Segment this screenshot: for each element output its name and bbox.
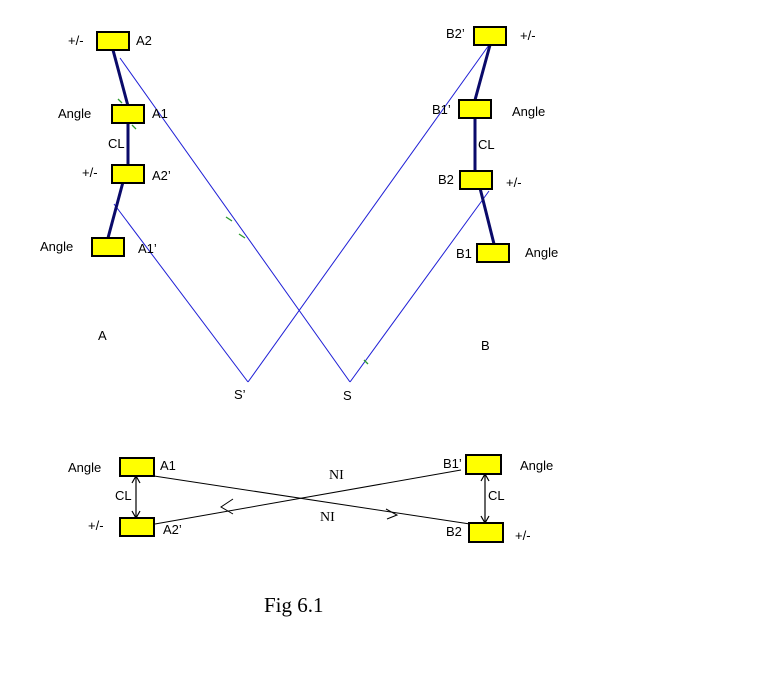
bottom-vertical-links [131,472,490,525]
bottom-label-ni-bottom: NI [320,510,335,525]
ni-line-a1-to-b2 [153,475,471,525]
bottom-labels: Angle A1 CL +/- A2’ NI NI B1’ Angle CL B… [68,456,553,543]
tick-mark [117,98,123,104]
line-b2p-to-s-prime [247,44,490,383]
label-cl-a: CL [108,136,125,151]
tick-mark [238,233,246,239]
bottom-box-b1p[interactable] [465,454,502,475]
arrowhead-right [385,508,399,520]
label-a2-name: A2 [136,33,152,48]
label-b2p-name: B2’ [446,26,465,41]
label-a1p-name: A1’ [138,241,157,256]
bottom-box-b2[interactable] [468,522,504,543]
label-a2-side: +/- [68,33,84,48]
label-b1-side: Angle [525,245,558,260]
bottom-label-a2p-side: +/- [88,518,104,533]
label-b1-name: B1 [456,246,472,261]
label-b1p-name: B1’ [432,102,451,117]
figure-caption: Fig 6.1 [264,593,324,617]
label-group-b: B [481,338,490,353]
label-cl-b: CL [478,137,495,152]
label-b1p-side: Angle [512,104,545,119]
top-bars [106,43,496,246]
label-s: S [343,388,352,403]
bottom-label-cl-a: CL [115,488,132,503]
label-b2-name: B2 [438,172,454,187]
top-boxes [91,26,510,263]
top-connection-lines [113,44,490,383]
bar-b2-b1 [478,186,496,246]
bottom-cross-lines [153,469,471,525]
label-a1p-side: Angle [40,239,73,254]
bottom-label-b2-side: +/- [515,528,531,543]
box-b2p[interactable] [473,26,507,46]
label-b2p-side: +/- [520,28,536,43]
box-b2[interactable] [459,170,493,190]
line-a1-to-s [119,57,351,383]
tick-mark [225,216,233,222]
label-s-prime: S’ [234,387,246,402]
tick-mark [131,124,137,130]
bottom-box-a2p[interactable] [119,517,155,537]
box-b1p[interactable] [458,99,492,119]
bottom-label-a1-name: A1 [160,458,176,473]
box-b1[interactable] [476,243,510,263]
label-b2-side: +/- [506,175,522,190]
bar-b2p-b1p [473,43,492,102]
bottom-label-cl-b: CL [488,488,505,503]
line-ticks [117,98,369,365]
tick-mark [363,359,369,365]
label-a2p-name: A2’ [152,168,171,183]
bar-a2p-a1p [106,180,125,240]
label-a2p-side: +/- [82,165,98,180]
label-a1-side: Angle [58,106,91,121]
arrowhead-left [220,498,234,515]
bottom-label-a2p-name: A2’ [163,522,182,537]
box-a1p[interactable] [91,237,125,257]
line-a1p-to-s-prime [113,203,249,383]
bar-a2-a1 [111,48,130,108]
line-b1-to-s [349,190,490,383]
ni-line-b1p-to-a2p [154,469,462,525]
bottom-label-ni-top: NI [329,468,344,483]
bottom-box-a1[interactable] [119,457,155,477]
bottom-label-b1p-side: Angle [520,458,553,473]
box-a1[interactable] [111,104,145,124]
label-a1-name: A1 [152,106,168,121]
box-a2p[interactable] [111,164,145,184]
bottom-label-b1p-name: B1’ [443,456,462,471]
bottom-label-b2-name: B2 [446,524,462,539]
top-labels: +/- A2 Angle A1 CL +/- A2’ Angle A1’ B2’… [40,26,558,403]
label-group-a: A [98,328,107,343]
bottom-boxes [119,454,504,543]
bottom-label-a1-side: Angle [68,460,101,475]
box-a2[interactable] [96,31,130,51]
